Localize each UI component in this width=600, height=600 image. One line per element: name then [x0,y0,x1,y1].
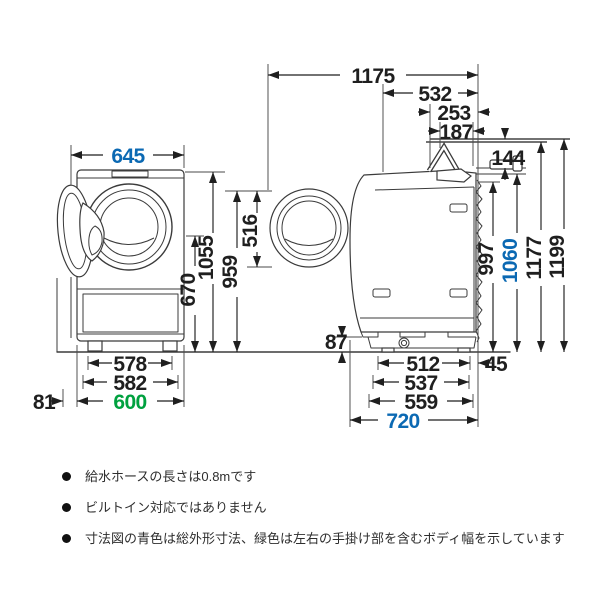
dim-label-645: 645 [111,145,145,168]
side-base [367,336,477,349]
dim-label-582: 582 [113,372,146,395]
drain-outlet [398,337,410,349]
dim-label-1175: 1175 [351,65,395,88]
dim-label-559: 559 [404,391,437,414]
dim-label-45: 45 [485,353,508,376]
dim-front-height-door-top: 959 [219,190,272,352]
dim-side-height-inlet: 1060 [499,174,522,352]
side-foot-front [381,347,395,353]
dim-label-144: 144 [491,147,525,170]
dim-label-600: 600 [113,391,146,414]
dim-label-253: 253 [437,102,470,125]
bullet-icon [62,534,71,543]
hose-end [436,168,472,183]
front-lower-panel [82,293,179,333]
side-vent-front [372,288,391,298]
dim-label-81: 81 [33,391,56,414]
dim-front-width-base: 582 [82,372,179,395]
dim-side-depth-feet: 512 [377,353,471,376]
dim-front-height-door-center: 670 [177,235,204,352]
dim-label-1060: 1060 [499,239,522,283]
dim-label-1055: 1055 [195,235,218,280]
dim-label-532: 532 [418,83,451,106]
dim-side-depth-lower-body: 559 [368,391,474,414]
dim-label-959: 959 [219,255,242,288]
dim-side-height-hose-top: 1199 [546,139,569,352]
bullet-icon [62,472,71,481]
door-glass [79,202,105,262]
dim-side-door-diameter: 516 [239,191,272,268]
front-top-handle [111,170,149,178]
note-color-legend: 寸法図の青色は総外形寸法、緑色は左右の手掛け部を含むボディ幅を示しています [62,530,592,547]
side-body [349,170,477,333]
dim-label-1177: 1177 [523,236,546,279]
note-text: 給水ホースの長さは0.8mです [85,469,257,484]
footnotes: 給水ホースの長さは0.8mです ビルトイン対応ではありません 寸法図の青色は総外… [62,468,592,561]
note-text: ビルトイン対応ではありません [85,500,267,515]
dim-front-door-offset: 81 [33,389,64,414]
dim-side-height-hose-outer: 1177 [523,142,546,352]
dim-side-hose-depth-inner: 187 [428,121,485,166]
dim-front-width-feet: 578 [87,353,173,376]
dim-side-back-clearance: 45 [478,353,509,376]
side-back-edge [475,179,483,343]
ceiling-lines [426,138,570,143]
dim-front-width-overall: 645 [70,145,185,185]
dim-side-hose-clearance: 144 [491,128,526,180]
dim-label-512: 512 [406,353,439,376]
dim-label-670: 670 [177,273,200,306]
note-built-in: ビルトイン対応ではありません [62,499,592,516]
front-view-drawing [56,169,185,352]
dim-label-87: 87 [325,331,347,354]
dim-label-997: 997 [475,242,498,275]
note-hose-length: 給水ホースの長さは0.8mです [62,468,592,485]
dim-side-base-height: 87 [325,326,362,363]
dim-label-516: 516 [239,214,262,247]
side-vent-back [449,288,468,298]
dim-label-720: 720 [386,410,419,433]
front-open-door [56,184,105,352]
dim-side-depth-overall: 1175 [267,64,479,427]
side-foot-back [457,347,471,353]
dim-front-width-body: 600 [76,345,185,414]
water-faucet [476,155,526,175]
dim-label-1199: 1199 [546,235,569,278]
water-hose [426,142,472,183]
side-view-drawing [269,138,570,353]
dimension-diagram-svg: 645 1055 959 670 516 578 582 [33,64,570,433]
side-drum-door [269,188,349,268]
bullet-icon [62,503,71,512]
dim-side-hose-depth-outer: 253 [418,102,490,168]
dim-side-depth-top: 532 [382,83,478,172]
dim-side-depth-body: 720 [349,340,478,433]
dim-label-187: 187 [439,121,472,144]
note-text: 寸法図の青色は総外形寸法、緑色は左右の手掛け部を含むボディ幅を示しています [85,531,565,546]
dim-label-537: 537 [404,372,437,395]
front-foot-left [87,340,103,352]
front-foot-right [162,340,178,352]
side-vent-top [449,203,468,213]
dim-side-height-back-panel: 997 [475,181,500,352]
dim-front-height-overall: 1055 [185,171,225,352]
dim-label-578: 578 [113,353,147,376]
dim-side-depth-base: 537 [372,372,470,395]
